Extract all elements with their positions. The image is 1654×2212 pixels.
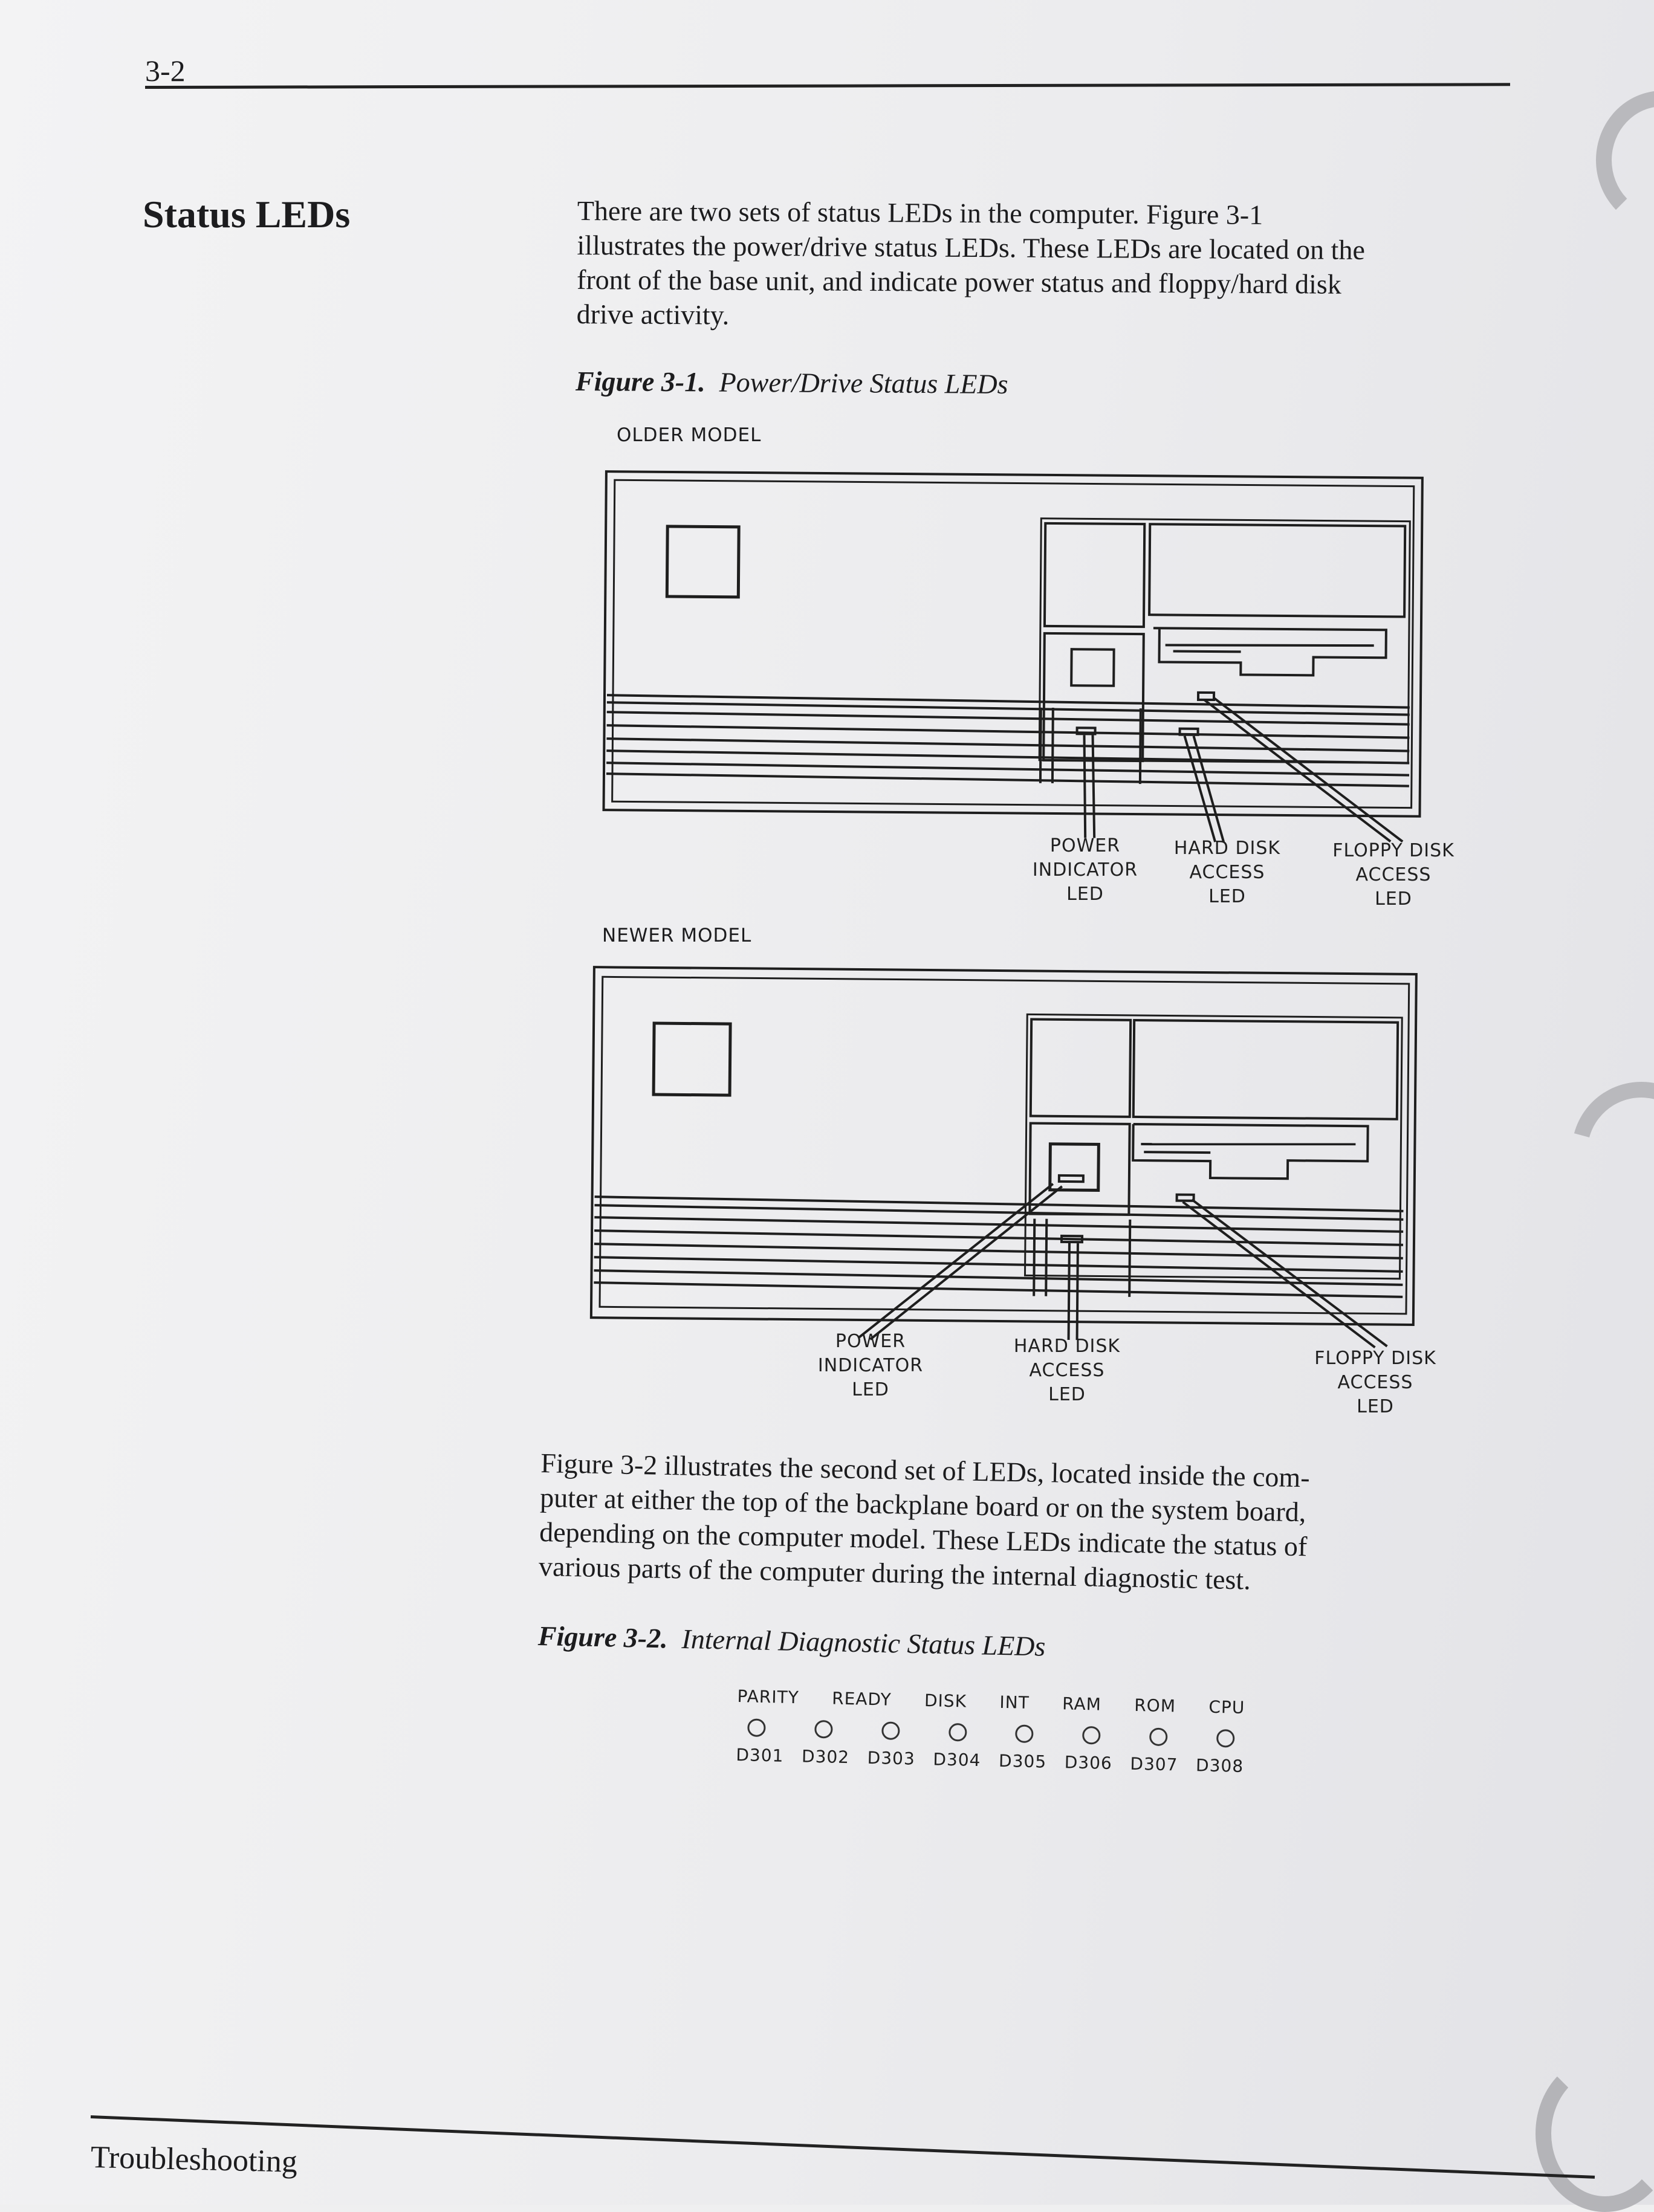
footer-section-name: Troubleshooting	[90, 2140, 298, 2179]
led-circle-icon	[747, 1718, 766, 1738]
led-designator: D303	[867, 1747, 916, 1769]
led-label: ROM	[1133, 1695, 1176, 1716]
led-designator: D304	[933, 1749, 981, 1771]
led-label: PARITY	[737, 1686, 800, 1708]
figure-3-1-caption: Figure 3-1. Power/Drive Status LEDs	[576, 365, 1008, 400]
led-circle-icon	[1015, 1724, 1034, 1744]
led-label: RAM	[1062, 1693, 1102, 1715]
led-circle-icon	[1149, 1727, 1168, 1747]
page-number: 3-2	[145, 54, 186, 88]
led-designator: D307	[1130, 1753, 1178, 1775]
older-floppy-disk-led-callout: FLOPPY DISK ACCESS LED	[1332, 840, 1455, 910]
intro-line: drive activity.	[576, 298, 730, 331]
figure-number: Figure 3-2.	[537, 1620, 669, 1654]
led-designator: D306	[1064, 1752, 1113, 1774]
intro-line: front of the base unit, and indicate pow…	[576, 264, 1341, 300]
section-title: Status LEDs	[143, 193, 351, 236]
led-circle-icon	[814, 1719, 833, 1739]
older-model-label: OLDER MODEL	[617, 424, 762, 446]
figure-title: Power/Drive Status LEDs	[719, 366, 1008, 399]
newer-model-diagram	[589, 966, 1418, 1349]
led-circle-icon	[1216, 1729, 1235, 1748]
older-power-led-callout: POWER INDICATOR LED	[1032, 835, 1138, 905]
led-designator: D305	[998, 1750, 1047, 1772]
led-label: CPU	[1208, 1696, 1245, 1718]
diagnostic-led-array: PARITY READY DISK INT RAM ROM CPU D301 D…	[736, 1686, 1245, 1776]
led-designator: D302	[801, 1746, 850, 1768]
newer-power-led-callout: POWER INDICATOR LED	[817, 1331, 924, 1400]
led-circle-icon	[881, 1721, 900, 1741]
newer-hard-disk-led-callout: HARD DISK ACCESS LED	[1013, 1336, 1121, 1405]
intro-paragraph: There are two sets of status LEDs in the…	[577, 193, 1496, 337]
led-designator: D301	[736, 1744, 784, 1766]
led-circle-icon	[948, 1722, 967, 1742]
led-designator: D308	[1195, 1755, 1244, 1777]
older-hard-disk-led-callout: HARD DISK ACCESS LED	[1173, 838, 1281, 907]
led-label: READY	[831, 1688, 892, 1710]
older-model-diagram	[602, 470, 1424, 843]
figure-3-2-description: Figure 3-2 illustrates the second set of…	[539, 1446, 1436, 1600]
newer-model-label: NEWER MODEL	[602, 925, 752, 946]
intro-line: There are two sets of status LEDs in the…	[577, 195, 1263, 230]
led-label: INT	[999, 1692, 1030, 1713]
led-circle-icon	[1082, 1725, 1101, 1745]
intro-line: illustrates the power/drive status LEDs.…	[577, 229, 1365, 265]
led-label: DISK	[924, 1690, 967, 1712]
newer-floppy-disk-led-callout: FLOPPY DISK ACCESS LED	[1314, 1348, 1436, 1417]
figure-number: Figure 3-1.	[575, 366, 705, 398]
